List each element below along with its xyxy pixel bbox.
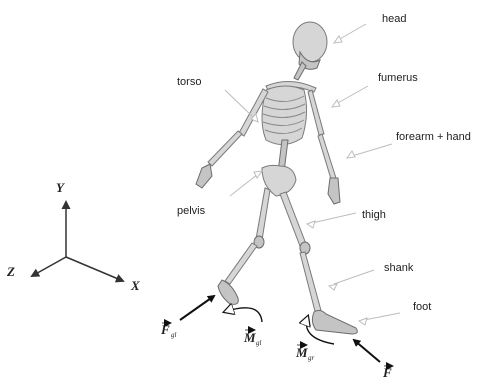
svg-text:F: F	[382, 365, 392, 380]
leader-foot	[364, 313, 400, 320]
foot-right	[312, 310, 357, 334]
label-thigh: thigh	[362, 209, 386, 221]
forearm-left	[208, 131, 242, 166]
leader-shank	[334, 270, 374, 284]
leader-forearm-hand	[352, 144, 392, 156]
foot-left	[218, 280, 238, 304]
coordinate-axes: Y X Z	[6, 180, 140, 293]
svg-text:M: M	[295, 345, 308, 360]
femur-right	[280, 192, 306, 246]
x-axis-arrow	[66, 257, 123, 281]
tibia-right	[300, 252, 322, 315]
leader-torso	[225, 90, 254, 118]
svg-text:gl: gl	[171, 331, 177, 339]
label-shank: shank	[384, 262, 414, 274]
label-pelvis: pelvis	[177, 205, 206, 217]
z-axis-label: Z	[6, 264, 15, 279]
femur-left	[256, 188, 270, 240]
force-left-arrow	[180, 296, 214, 320]
leader-fumerus	[336, 86, 368, 104]
label-fumerus: fumerus	[378, 72, 418, 84]
y-axis-label: Y	[56, 180, 65, 195]
svg-text:F: F	[160, 322, 170, 337]
force-right-arrow	[354, 340, 380, 362]
tibia-left	[225, 243, 257, 284]
humerus-right	[308, 90, 324, 135]
z-axis-arrow	[32, 257, 66, 276]
symbol-F-right: F	[382, 365, 392, 380]
ground-reactions: F gl M gl M gr F	[160, 296, 392, 380]
forearm-right	[318, 134, 336, 179]
symbol-M-left: M gl	[243, 330, 262, 347]
svg-text:M: M	[243, 330, 256, 345]
label-foot: foot	[413, 301, 431, 313]
leader-head	[338, 24, 366, 40]
label-torso: torso	[177, 76, 201, 88]
skull	[293, 22, 327, 62]
label-forearm-hand: forearm + hand	[396, 131, 471, 143]
leader-pelvis	[230, 174, 258, 196]
leader-thigh	[312, 213, 356, 223]
label-head: head	[382, 13, 406, 25]
x-axis-label: X	[130, 278, 140, 293]
symbol-F-left: F gl	[160, 322, 177, 339]
hand-left	[196, 164, 212, 188]
svg-text:gr: gr	[308, 354, 315, 362]
svg-text:gl: gl	[256, 339, 262, 347]
moment-left-arc	[224, 308, 262, 322]
symbol-M-right: M gr	[295, 345, 315, 362]
hand-right	[328, 178, 340, 204]
